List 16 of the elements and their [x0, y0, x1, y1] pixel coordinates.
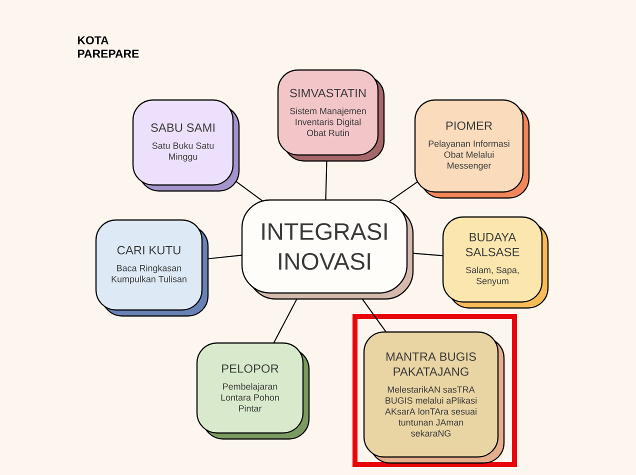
connector-line	[388, 181, 418, 202]
connector-line	[413, 252, 443, 256]
connector-line	[236, 181, 263, 202]
idea-box: MANTRA BUGIS PAKATAJANG MelestarikAN sasTRA BUGIS melalui aPlikasi AKsarA lonTAra sesuai tuntunan JAman sekaraNG	[363, 331, 505, 464]
connector-line	[273, 298, 298, 344]
connector-line	[208, 254, 242, 260]
idea-box: PIOMER Pelayanan Informasi Obat Melalui Messenger	[414, 99, 530, 199]
idea-box: PELOPOR Pembelajaran Lontara Pohon Pintar	[196, 342, 310, 440]
connector-line	[325, 161, 328, 200]
idea-box: CARI KUTU Baca Ringkasan Kumpulkan Tulisan	[95, 219, 209, 317]
idea-box: SIMVASTATIN Sistem Manajemen Inventaris Digital Obat Rutin	[277, 69, 385, 162]
idea-box: SABU SAMI Satu Buku Satu Minggu	[132, 99, 240, 192]
place-name: KOTA PAREPARE	[78, 36, 139, 58]
connector-line	[362, 298, 386, 332]
central-topic-box: INTEGRASI INOVASI	[241, 199, 414, 300]
idea-box: BUDAYA SALSASE Salam, Sapa, Senyum	[442, 216, 549, 309]
